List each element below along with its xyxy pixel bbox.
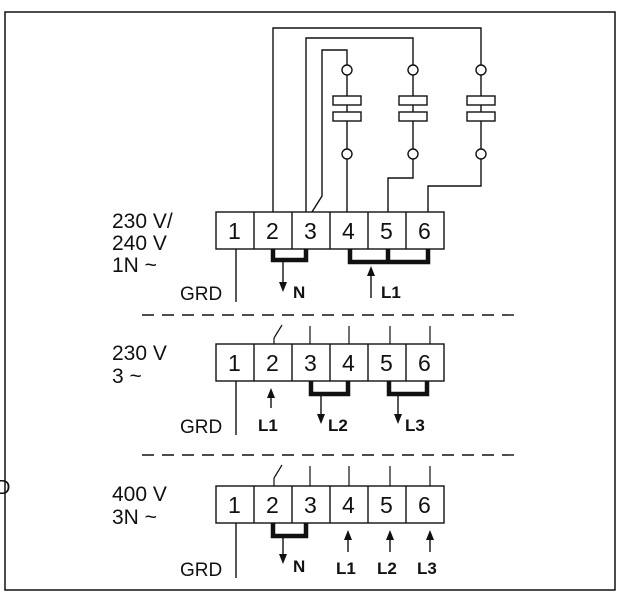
s2-voltage-line-1: 230 V <box>112 342 167 365</box>
s1-ground-label: GRD <box>180 284 222 305</box>
s2-supply-l1: L1 <box>258 416 278 435</box>
s2-supply-l3: L3 <box>405 416 425 435</box>
s2-terminal-6: 6 <box>418 350 431 376</box>
s1-supply-l1: L1 <box>381 283 401 302</box>
s1-terminal-5: 5 <box>380 218 393 244</box>
diagram-frame <box>4 11 616 591</box>
s3-terminal-5: 5 <box>380 492 393 518</box>
s1-voltage-line-3: 1N ~ <box>112 254 157 277</box>
s3-terminal-3: 3 <box>304 492 317 518</box>
s2-terminal-1: 1 <box>228 350 241 376</box>
s2-terminal-4: 4 <box>342 350 355 376</box>
s3-n-arrow <box>279 554 287 564</box>
s2-terminal-block <box>215 343 445 382</box>
s3-terminal-block <box>215 485 445 524</box>
s3-voltage-line-1: 400 V <box>112 483 167 506</box>
section-3-wiring: 400 V 3N ~ 1 2 3 4 5 6 GRD N <box>112 464 445 581</box>
s2-ground-label: GRD <box>180 417 222 438</box>
s3-l1-arrow <box>344 530 352 540</box>
s1-voltage-line-1: 230 V/ <box>112 210 173 233</box>
s1-terminal-4: 4 <box>342 218 355 244</box>
s3-voltage-line-2: 3N ~ <box>112 506 157 529</box>
s3-supply-l1: L1 <box>336 559 356 578</box>
s2-terminal-2: 2 <box>266 350 279 376</box>
s1-terminal-6: 6 <box>418 218 431 244</box>
s2-bridge-3-4 <box>308 381 351 397</box>
s1-terminal-1: 1 <box>228 218 241 244</box>
s3-l2-arrow <box>386 530 394 540</box>
s3-supply-n: N <box>293 557 305 576</box>
s2-l1-arrow <box>267 388 275 398</box>
s3-terminal-2: 2 <box>266 492 279 518</box>
s2-bridge-5-6 <box>386 381 430 397</box>
s2-terminal-5: 5 <box>380 350 393 376</box>
s2-l3-arrow <box>394 414 402 424</box>
s2-voltage-line-2: 3 ~ <box>112 365 142 388</box>
heating-element-2 <box>398 64 428 160</box>
s3-terminal-4: 4 <box>342 492 355 518</box>
s3-bridge-2-3 <box>270 523 309 539</box>
s1-n-arrow <box>279 282 287 292</box>
s3-l3-arrow <box>426 530 434 540</box>
heating-elements <box>332 64 496 160</box>
s1-terminal-3: 3 <box>304 218 317 244</box>
s1-voltage-line-2: 240 V <box>112 232 167 255</box>
s3-supply-l3: L3 <box>417 559 437 578</box>
heating-element-3 <box>466 64 496 160</box>
s1-l1-arrow <box>367 266 375 276</box>
s3-terminal-6: 6 <box>418 492 431 518</box>
section-2-wiring: 230 V 3 ~ 1 2 3 4 5 6 GRD <box>112 324 445 438</box>
s3-terminal-1: 1 <box>228 492 241 518</box>
s1-bridge-2-3 <box>270 249 309 263</box>
section-1-wiring: 230 V/ 240 V 1N ~ 1 2 3 4 5 6 GRD N L1 <box>112 210 445 305</box>
s1-terminal-block <box>215 211 445 250</box>
s2-supply-l2: L2 <box>328 416 348 435</box>
s1-supply-n: N <box>293 283 305 302</box>
edge-glyph: D <box>0 477 10 499</box>
heating-element-1 <box>332 64 362 160</box>
s3-ground-label: GRD <box>180 560 222 581</box>
s2-terminal-3: 3 <box>304 350 317 376</box>
s3-supply-l2: L2 <box>377 559 397 578</box>
s2-l2-arrow <box>317 414 325 424</box>
element-wiring <box>272 27 482 213</box>
s1-bridge-4-5-6 <box>347 249 431 265</box>
s1-terminal-2: 2 <box>266 218 279 244</box>
